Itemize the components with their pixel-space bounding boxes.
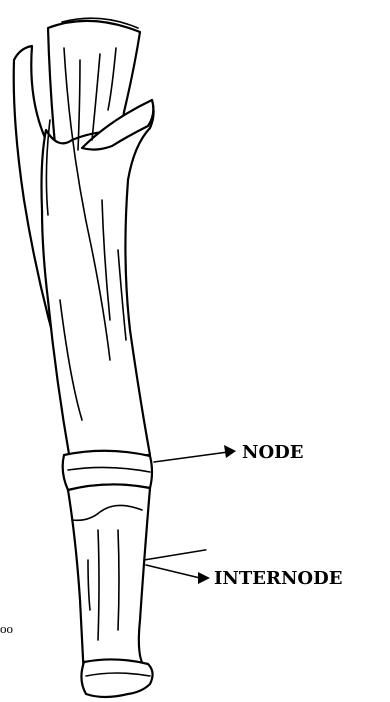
node-pointer xyxy=(154,445,236,462)
internode-label: INTERNODE xyxy=(214,568,342,589)
internode-pointer xyxy=(144,534,210,584)
internode-arrow-line xyxy=(144,534,206,576)
node-label: NODE xyxy=(242,442,303,463)
internode-arrow-shaft xyxy=(146,565,200,578)
internode-segment xyxy=(68,484,150,678)
base-node xyxy=(81,659,152,697)
node-arrow-line xyxy=(154,452,228,462)
corner-text-fragment: oo xyxy=(0,621,13,636)
internode-arrow-head xyxy=(198,572,210,584)
node-arrow-head xyxy=(224,445,236,458)
